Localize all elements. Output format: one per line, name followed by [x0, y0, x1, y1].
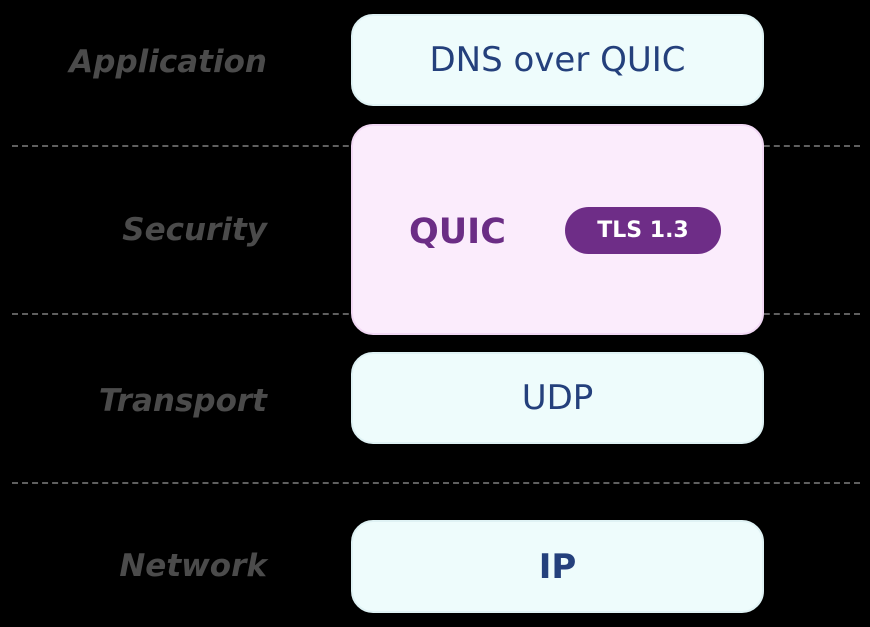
dns-over-quic-block: DNS over QUIC: [351, 14, 764, 106]
ip-block: IP: [351, 520, 764, 613]
quic-block: QUIC TLS 1.3: [351, 124, 764, 335]
layer-label-security: Security: [122, 212, 267, 248]
layer-divider: [12, 482, 860, 484]
layer-label-application: Application: [69, 44, 267, 80]
tls-badge: TLS 1.3: [565, 207, 721, 254]
quic-label: QUIC: [409, 212, 506, 252]
udp-label: UDP: [521, 378, 594, 418]
tls-label: TLS 1.3: [597, 218, 689, 243]
ip-label: IP: [538, 546, 577, 587]
dns-over-quic-label: DNS over QUIC: [429, 40, 686, 80]
udp-block: UDP: [351, 352, 764, 444]
layer-label-network: Network: [119, 548, 267, 584]
layer-label-transport: Transport: [98, 383, 267, 419]
